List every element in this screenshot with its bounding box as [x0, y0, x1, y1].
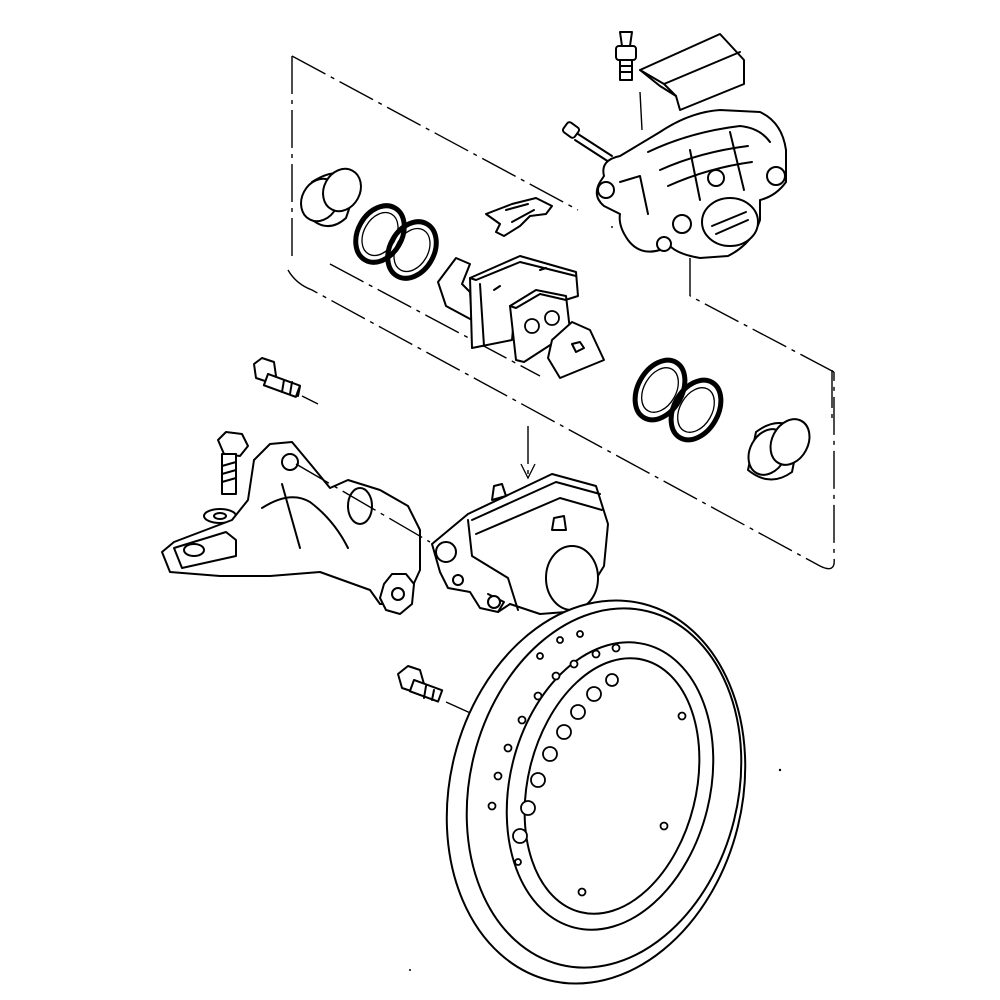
pad-retainer-spring — [485, 197, 553, 237]
disc-bolt — [397, 665, 487, 721]
caliper-exploded-outline — [287, 55, 835, 570]
dust-seal-upper — [385, 219, 439, 281]
scan-specks — [409, 768, 782, 971]
dust-seal-lower — [668, 377, 724, 443]
bracket-bolt-lower — [217, 431, 249, 495]
pad-shim-outer — [437, 257, 473, 321]
caliper-bracket — [161, 441, 431, 615]
pad-pin — [562, 121, 613, 163]
piston-seal-lower — [632, 357, 688, 423]
pad-spring-cover — [639, 33, 745, 111]
bracket-bolt-upper — [253, 357, 319, 405]
caliper-body-upper — [595, 109, 787, 259]
pad-shim-inner — [547, 321, 605, 379]
caliper-assembly — [431, 473, 609, 615]
brake-disc — [445, 599, 747, 985]
bleeder-valve — [615, 31, 637, 81]
piston-upper-left — [300, 167, 362, 227]
piston-lower-right — [747, 418, 811, 481]
